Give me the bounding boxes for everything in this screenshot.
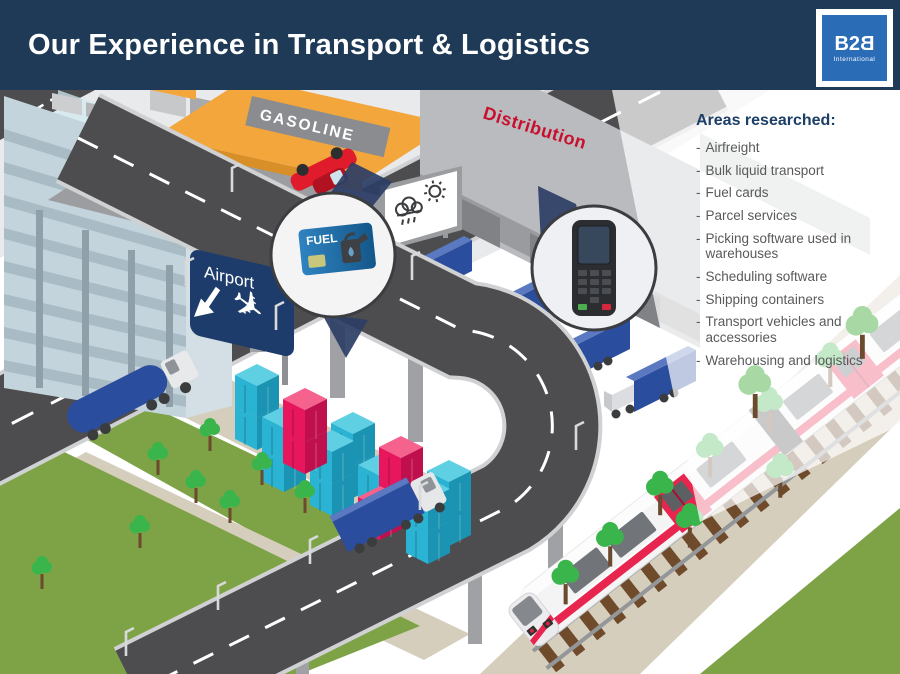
area-item: - Picking software used in warehouses	[696, 231, 883, 262]
b2b-logo-inner: B2B International	[822, 15, 887, 81]
oil-canister-icon	[340, 232, 369, 264]
sun-icon	[423, 180, 446, 203]
area-item-label: Picking software used in warehouses	[705, 230, 852, 262]
area-item-label: Bulk liquid transport	[705, 162, 825, 178]
weather-billboard	[380, 166, 462, 254]
bullet: -	[696, 268, 701, 284]
scanner-red-key	[602, 304, 611, 310]
bullet: -	[696, 314, 701, 330]
fuel-card-label: FUEL	[305, 231, 338, 248]
fuel-card: FUEL	[298, 222, 376, 276]
container	[282, 387, 328, 443]
area-item-label: Shipping containers	[705, 291, 825, 307]
b2b-logo-text: B2B	[834, 32, 875, 55]
bullet: -	[696, 230, 701, 246]
handheld-scanner	[572, 220, 616, 316]
bullet: -	[696, 207, 701, 223]
tanker-truck	[67, 350, 199, 441]
area-item: - Shipping containers	[696, 292, 883, 308]
area-item-label: Warehousing and logistics	[705, 352, 863, 368]
area-item: - Warehousing and logistics	[696, 353, 883, 369]
illustration: GASOLINE Distribution	[0, 19, 900, 674]
bullet: -	[696, 291, 701, 307]
area-item: - Airfreight	[696, 140, 883, 156]
area-item-label: Transport vehicles and accessories	[705, 314, 842, 345]
bullet: -	[696, 185, 701, 201]
airport-sign: Airport ✈	[190, 250, 294, 385]
train-front	[508, 592, 559, 647]
bullet: -	[696, 352, 701, 368]
bullet: -	[696, 162, 701, 178]
area-item: - Transport vehicles and accessories	[696, 314, 883, 345]
area-item-label: Airfreight	[705, 140, 760, 155]
area-item: - Scheduling software	[696, 269, 883, 285]
grass-lower-right	[700, 508, 900, 674]
elevated-road	[55, 93, 603, 674]
rail	[545, 297, 900, 670]
area-item-label: Parcel services	[705, 207, 798, 223]
container	[234, 363, 280, 419]
areas-title: Areas researched:	[696, 112, 836, 129]
area-item: - Bulk liquid transport	[696, 163, 883, 179]
area-item-label: Scheduling software	[705, 268, 828, 284]
scanner-green-key	[578, 304, 587, 310]
text-overlay	[612, 90, 900, 522]
header-bar: Our Experience in Transport & Logistics …	[0, 0, 900, 90]
isometric-scene: GASOLINE Distribution	[0, 19, 900, 674]
cloud-rain-icon	[394, 202, 409, 217]
areas-researched-panel: Areas researched: - Airfreight - Bulk li…	[696, 112, 883, 375]
area-item: - Parcel services	[696, 208, 883, 224]
page-title: Our Experience in Transport & Logistics	[28, 28, 591, 61]
card-chip	[307, 254, 326, 268]
area-item: - Fuel cards	[696, 185, 883, 201]
area-item-label: Fuel cards	[705, 185, 769, 201]
bullet: -	[696, 140, 701, 155]
b2b-logo-subtext: International	[833, 55, 876, 63]
red-car	[290, 147, 357, 194]
fuel-card-callout: FUEL	[269, 191, 397, 319]
scanner-callout	[530, 204, 658, 332]
b2b-logo: B2B International	[816, 9, 893, 87]
